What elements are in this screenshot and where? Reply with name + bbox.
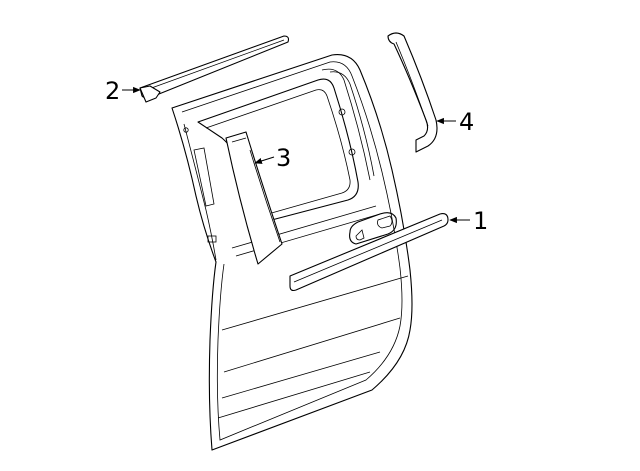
part-1-belt-molding xyxy=(289,213,449,292)
part-4-rear-molding xyxy=(387,32,438,153)
part-3-pillar-applique xyxy=(225,131,283,265)
rear-door-shell xyxy=(171,54,413,451)
part-2-window-trim xyxy=(139,35,290,103)
callout-1: 1 xyxy=(473,207,488,235)
leader-3 xyxy=(254,156,275,164)
callout-3: 3 xyxy=(276,144,291,172)
callout-4: 4 xyxy=(459,108,474,136)
door-handle xyxy=(349,212,397,245)
callout-2: 2 xyxy=(105,77,120,105)
